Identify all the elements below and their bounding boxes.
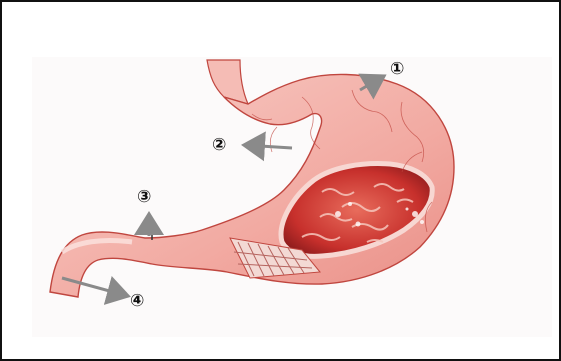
label-4: ④ xyxy=(130,291,144,311)
label-3: ③ xyxy=(137,187,151,207)
label-2: ② xyxy=(212,135,226,155)
label-1: ① xyxy=(390,59,404,79)
